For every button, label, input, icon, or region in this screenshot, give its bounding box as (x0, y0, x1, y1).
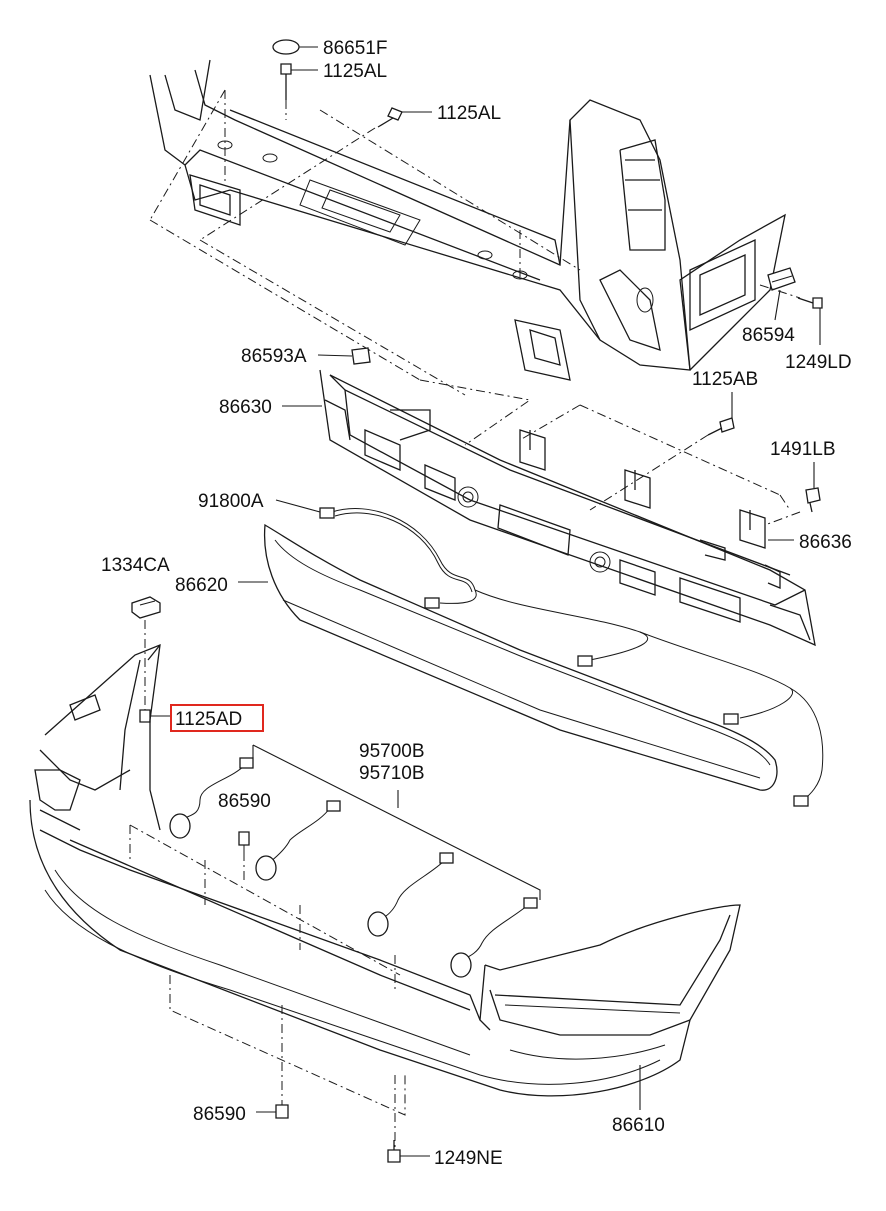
bolt-1125AD (139, 620, 151, 723)
wiring-harness-91800A (319, 507, 824, 807)
label-86594: 86594 (742, 325, 795, 346)
label-86610: 86610 (612, 1115, 665, 1136)
parking-sensors-95700B (169, 757, 538, 978)
part-labels: 86651F 1125AL 1125AL 86594 1249LD 86593A… (101, 38, 852, 1169)
nut-1491LB (805, 487, 821, 513)
label-86636: 86636 (799, 532, 852, 553)
label-91800A: 91800A (198, 491, 264, 512)
energy-absorber-86620 (263, 523, 778, 791)
label-1125AB: 1125AB (692, 369, 758, 390)
beam-brackets (519, 429, 766, 549)
bolt-1125AL-a (280, 63, 292, 100)
highlight-box-1125AD (170, 704, 264, 732)
grommet-86590-upper (238, 831, 250, 852)
bumper-beam-86630 (319, 369, 816, 647)
label-1125AL-a: 1125AL (323, 61, 387, 82)
bolt-1125AB (707, 417, 735, 436)
clip-86593A (351, 347, 371, 365)
label-86590-a: 86590 (218, 791, 271, 812)
label-86651F: 86651F (323, 38, 387, 59)
screw-1249NE (387, 1140, 401, 1163)
assembly-lines-beam (419, 379, 801, 526)
sensor-group-bracket (252, 744, 541, 900)
label-1249LD: 1249LD (785, 352, 852, 373)
bumper-cover-86610 (29, 643, 741, 1097)
clip-86594 (767, 267, 796, 291)
label-1249NE: 1249NE (434, 1148, 503, 1169)
assembly-lines-top (149, 89, 801, 396)
label-86590-b: 86590 (193, 1104, 246, 1125)
label-86630: 86630 (219, 397, 272, 418)
label-1125AL-b: 1125AL (437, 103, 501, 124)
label-95710B: 95710B (359, 763, 425, 784)
bracket-1334CA (131, 596, 161, 619)
label-86620: 86620 (175, 575, 228, 596)
bolt-1125AL-b (377, 107, 403, 128)
label-1491LB: 1491LB (770, 439, 836, 460)
rear-body-panel (149, 59, 786, 381)
label-1125AD[interactable]: 1125AD (175, 709, 242, 730)
label-95700B: 95700B (359, 741, 425, 762)
grommet-86590-lower (275, 1104, 289, 1119)
assembly-lines-bottom (129, 824, 406, 1150)
label-1334CA: 1334CA (101, 555, 170, 576)
cap-86651F (272, 39, 300, 55)
screw-1249LD (797, 297, 823, 309)
label-86593A: 86593A (241, 346, 307, 367)
leader-lines (150, 46, 821, 1157)
